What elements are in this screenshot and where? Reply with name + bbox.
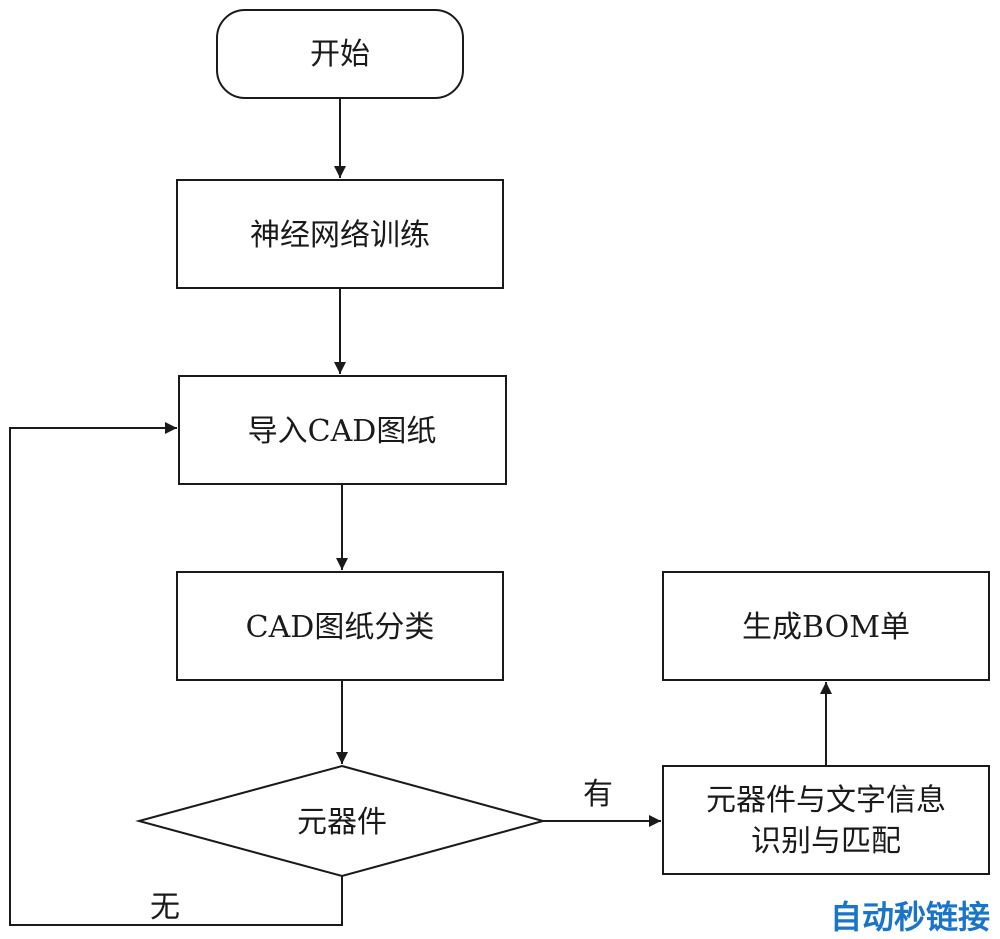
classify-node [176,571,504,681]
import-label: 导入CAD图纸 [248,414,437,449]
no-label: 无 [150,890,180,925]
decision-label: 元器件 [297,805,387,840]
watermark: 自动秒链接 [830,898,990,936]
train-node [176,179,504,289]
bom-node [662,571,990,681]
recognize-node [662,765,990,875]
train-label: 神经网络训练 [250,218,430,253]
yes-label: 有 [583,777,613,812]
bom-label: 生成BOM单 [742,610,910,645]
edge-decision-import-loop [9,422,343,926]
classify-label: CAD图纸分类 [246,610,435,645]
recognize-label-line2: 识别与匹配 [751,824,901,859]
start-label: 开始 [310,37,370,72]
recognize-label-line1: 元器件与文字信息 [706,783,946,818]
